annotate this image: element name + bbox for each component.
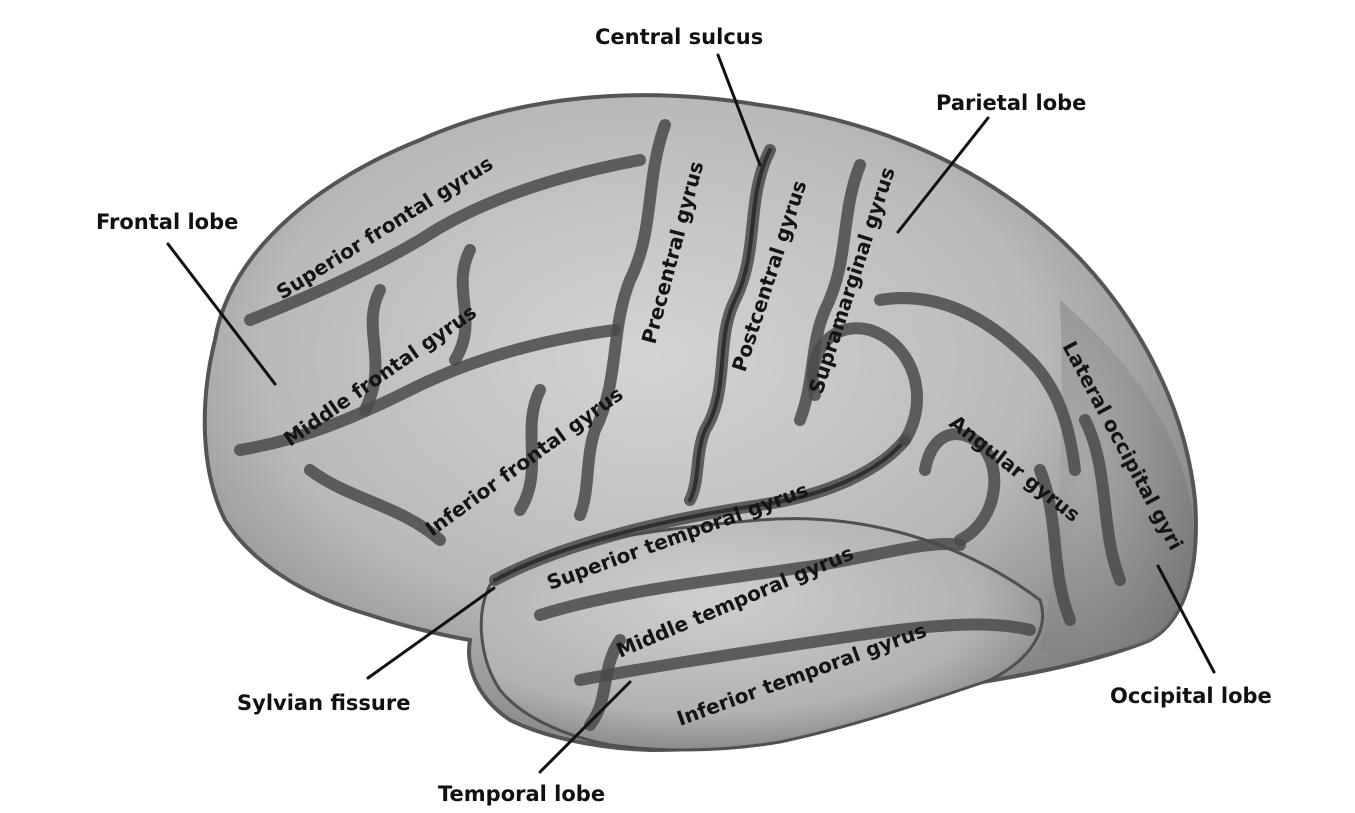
leader-frontal-lobe — [166, 242, 277, 386]
label-frontal-lobe: Frontal lobe — [96, 210, 238, 234]
leader-parietal-lobe — [896, 116, 990, 234]
label-central-sulcus: Central sulcus — [595, 25, 763, 49]
sylvian-fissure-core — [493, 438, 907, 582]
leader-central-sulcus — [716, 53, 762, 167]
label-parietal-lobe: Parietal lobe — [936, 91, 1086, 115]
label-occipital-lobe: Occipital lobe — [1110, 684, 1272, 708]
leader-lines — [166, 53, 1216, 774]
angular-loop — [919, 428, 1001, 546]
frontal-minor-sulcus-2 — [359, 284, 386, 416]
inferior-temporal-sulcus — [574, 618, 1036, 686]
inferior-frontal-sulcus — [234, 324, 621, 456]
leader-temporal-lobe — [538, 680, 632, 774]
intraparietal-sulcus — [874, 292, 1081, 476]
supramarginal-loop — [806, 322, 924, 446]
superior-temporal-sulcus — [534, 538, 966, 621]
label-temporal-lobe: Temporal lobe — [438, 782, 605, 806]
central-sulcus-core — [688, 148, 772, 502]
occipital-sulcus-1 — [1079, 414, 1126, 586]
superior-frontal-sulcus — [244, 154, 646, 326]
occipital-region — [1040, 300, 1194, 656]
leader-occipital-lobe — [1156, 564, 1216, 674]
label-sylvian-fissure: Sylvian fissure — [237, 691, 410, 715]
precentral-sulcus — [574, 119, 671, 521]
frontal-minor-sulcus-1 — [449, 244, 476, 366]
frontal-minor-sulcus-3 — [514, 384, 546, 516]
occipital-sulcus-2 — [1034, 464, 1076, 626]
frontal-minor-sulcus-4 — [304, 464, 446, 546]
leader-sylvian-fissure — [366, 586, 496, 680]
callout-labels: Central sulcus Parietal lobe Frontal lob… — [96, 25, 1272, 806]
